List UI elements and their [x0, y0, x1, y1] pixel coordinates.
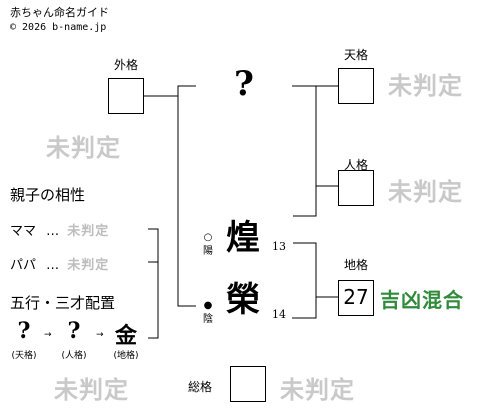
- gaikaku-stamp: 未判定: [46, 133, 121, 162]
- name-char-1: 煌: [226, 218, 260, 258]
- compat-label-mama: ママ: [10, 224, 37, 239]
- gogyo-symbol-ten: ?: [17, 318, 31, 344]
- compat-dots-papa: …: [46, 258, 60, 273]
- stroke-count-2: 14: [272, 308, 286, 321]
- stroke-count-1: 13: [272, 240, 286, 253]
- gogyo-symbol-chi: 金: [114, 323, 137, 349]
- yinyang-1: 陽: [203, 246, 213, 257]
- tenkaku-label: 天格: [343, 48, 368, 62]
- yinyang-mark-2: ●: [203, 300, 213, 311]
- tenkaku-stamp: 未判定: [388, 71, 463, 100]
- yinyang-2: 陰: [203, 314, 213, 325]
- compat-label-papa: パパ: [10, 258, 37, 273]
- compat-result-papa: 未判定: [67, 258, 110, 273]
- soukaku-label: 総格: [188, 380, 213, 394]
- chikaku-fortune: 吉凶混合: [380, 288, 464, 312]
- gogyo-arrow-1: →: [44, 330, 52, 340]
- tenkaku-box: [338, 68, 374, 104]
- gogyo-symbol-jin: ?: [67, 318, 81, 344]
- gogyo-caption-jin: (人格): [61, 351, 87, 361]
- compat-result-mama: 未判定: [67, 224, 110, 239]
- gogyo-caption-ten: (天格): [11, 351, 37, 361]
- chikaku-box: 27: [338, 280, 374, 316]
- name-char-2: 榮: [226, 280, 260, 320]
- gaikaku-box: [108, 78, 144, 114]
- copyright: © 2026 b-name.jp: [10, 22, 107, 33]
- gogyo-caption-chi: (地格): [113, 351, 139, 361]
- chikaku-label: 地格: [343, 258, 368, 272]
- gaikaku-label: 外格: [113, 58, 138, 72]
- jinkaku-stamp: 未判定: [388, 177, 463, 206]
- surname-placeholder: ?: [234, 64, 254, 104]
- soukaku-stamp: 未判定: [280, 375, 355, 404]
- yinyang-mark-1: ○: [203, 232, 213, 243]
- chikaku-value: 27: [343, 285, 369, 309]
- compat-row-papa: パパ … 未判定: [10, 254, 109, 273]
- left-bottom-stamp: 未判定: [54, 375, 129, 404]
- jinkaku-box: [338, 170, 374, 206]
- compat-row-mama: ママ … 未判定: [10, 220, 109, 239]
- soukaku-box: [230, 366, 266, 402]
- compat-title: 親子の相性: [10, 186, 86, 204]
- gogyo-title: 五行・三才配置: [10, 294, 116, 312]
- app-title: 赤ちゃん命名ガイド: [10, 6, 109, 19]
- jinkaku-label: 人格: [343, 158, 368, 172]
- compat-dots-mama: …: [46, 224, 60, 239]
- gogyo-arrow-2: →: [96, 330, 104, 340]
